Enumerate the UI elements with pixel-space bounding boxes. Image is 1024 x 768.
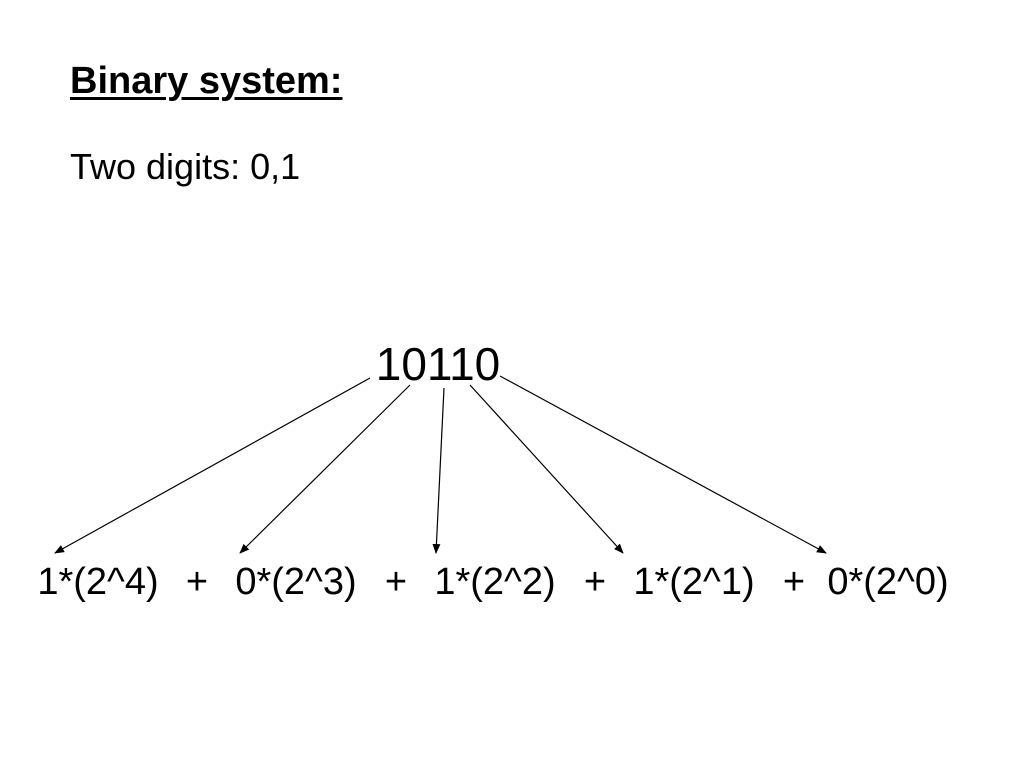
slide-subheading: Two digits: 0,1 xyxy=(70,146,301,187)
slide-heading: Binary system: xyxy=(70,60,343,102)
arrow-1 xyxy=(54,377,371,554)
expansion-term-3: 1*(2^2) xyxy=(434,561,555,603)
arrow-3 xyxy=(432,387,445,554)
expansion-term-1: 1*(2^4) xyxy=(37,561,158,603)
arrow-5 xyxy=(499,375,827,554)
plus-operator-2: + xyxy=(385,561,407,603)
plus-operator-4: + xyxy=(783,561,805,603)
expansion-term-2: 0*(2^3) xyxy=(235,561,356,603)
arrow-2 xyxy=(239,384,411,554)
expansion-term-4: 1*(2^1) xyxy=(633,561,754,603)
arrow-4 xyxy=(469,384,624,554)
binary-number: 10110 xyxy=(376,338,501,390)
plus-operator-1: + xyxy=(186,561,208,603)
expansion-term-5: 0*(2^0) xyxy=(827,561,948,603)
plus-operator-3: + xyxy=(584,561,606,603)
